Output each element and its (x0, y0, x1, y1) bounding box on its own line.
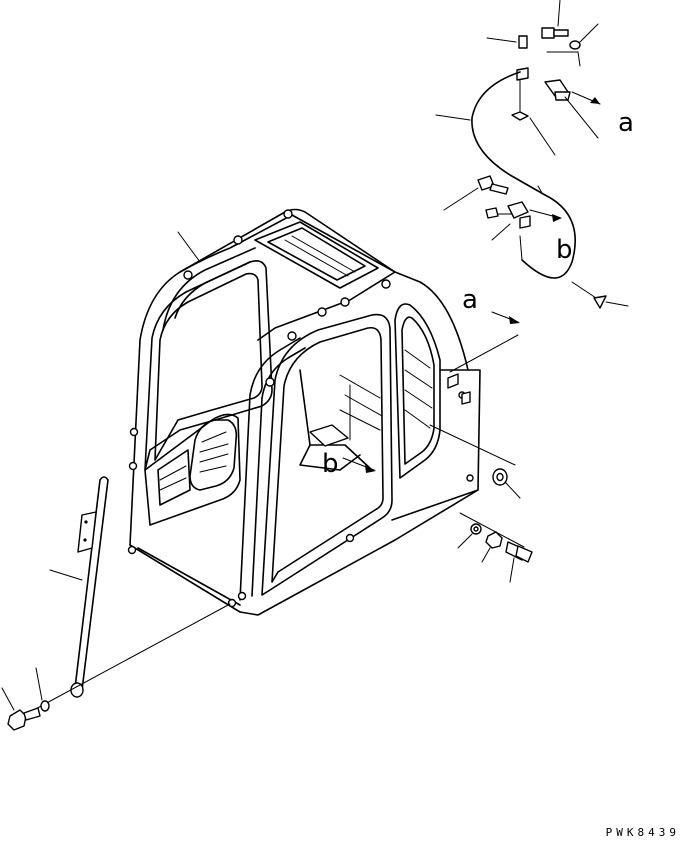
fasteners-right (429, 424, 533, 583)
grommet-icon (492, 468, 521, 499)
nut-right-icon (481, 531, 503, 563)
drawing-code: PWK8439 (605, 826, 680, 839)
washer-left-icon (35, 667, 50, 712)
clamp-bolt-icon (443, 175, 509, 211)
cab-leader (177, 231, 201, 263)
pin-top-icon (486, 35, 528, 49)
bolt-right-icon (505, 541, 533, 583)
arrow-b-cab (342, 457, 376, 473)
stay-assembly-left (1, 476, 231, 731)
callout-a-harness: a (618, 108, 634, 138)
roof-bosses (127, 209, 474, 608)
callout-b-harness: b (556, 235, 573, 265)
harness-assembly-top (435, 0, 629, 309)
callout-b-cab: b (322, 449, 339, 479)
callout-a-cab: a (462, 285, 478, 315)
cab-assembly (127, 208, 481, 616)
washer-top-icon (569, 23, 599, 50)
arrow-a-cab (449, 311, 520, 373)
bolt-top-icon (541, 0, 569, 39)
washer-right-icon (457, 523, 482, 549)
bolt-left-icon (1, 687, 41, 731)
